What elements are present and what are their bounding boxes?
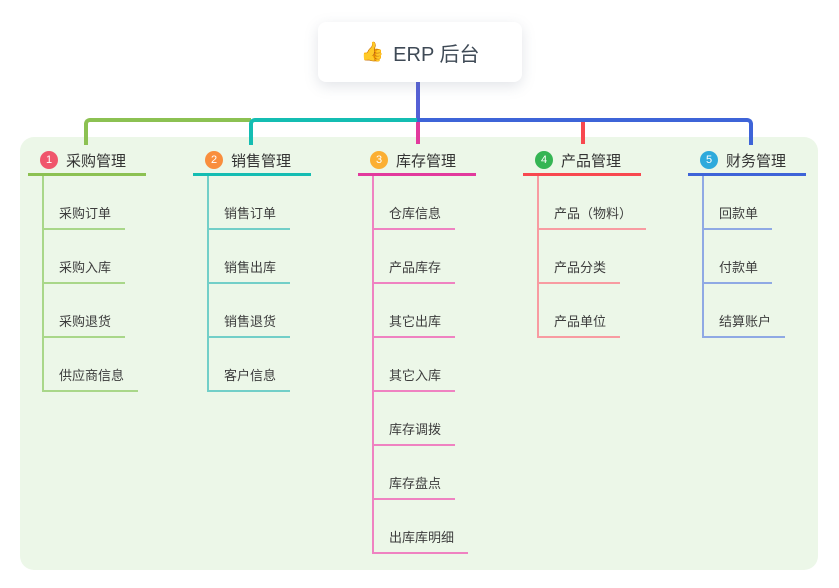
child-node[interactable]: 产品（物料） [539, 176, 663, 230]
trunk-line-purchase [84, 118, 251, 145]
trunk-line-finance [417, 118, 753, 145]
child-node[interactable]: 其它出库 [374, 284, 498, 338]
child-node-label: 仓库信息 [374, 203, 456, 230]
branch-column-product: 4 产品管理 产品（物料） 产品分类 产品单位 [523, 147, 663, 338]
child-node[interactable]: 供应商信息 [44, 338, 168, 392]
child-node-label: 出库库明细 [374, 527, 469, 554]
children-group-product: 产品（物料） 产品分类 产品单位 [537, 176, 663, 338]
branch-drop-line-product [581, 122, 585, 144]
child-node[interactable]: 结算账户 [704, 284, 828, 338]
child-node[interactable]: 销售订单 [209, 176, 333, 230]
child-node[interactable]: 回款单 [704, 176, 828, 230]
children-group-sales: 销售订单 销售出库 销售退货 客户信息 [207, 176, 333, 392]
child-node-label: 采购入库 [44, 257, 126, 284]
child-node[interactable]: 其它入库 [374, 338, 498, 392]
children-group-finance: 回款单 付款单 结算账户 [702, 176, 828, 338]
child-node[interactable]: 销售退货 [209, 284, 333, 338]
child-node-label: 付款单 [704, 257, 773, 284]
root-node-label: ERP 后台 [393, 43, 480, 66]
child-node[interactable]: 产品分类 [539, 230, 663, 284]
child-node[interactable]: 仓库信息 [374, 176, 498, 230]
root-connector-line [416, 82, 420, 118]
branch-label: 采购管理 [66, 152, 127, 170]
child-node-label: 库存盘点 [374, 473, 456, 500]
child-node-label: 销售退货 [209, 311, 291, 338]
child-node-label: 销售订单 [209, 203, 291, 230]
child-node[interactable]: 产品单位 [539, 284, 663, 338]
branch-node-product[interactable]: 4 产品管理 [523, 147, 641, 176]
branch-drop-line-inventory [416, 122, 420, 144]
child-node-label: 采购退货 [44, 311, 126, 338]
child-node-label: 库存调拨 [374, 419, 456, 446]
child-node-label: 产品库存 [374, 257, 456, 284]
branch-number-badge: 5 [700, 151, 718, 169]
branch-label: 库存管理 [396, 152, 457, 170]
branch-node-sales[interactable]: 2 销售管理 [193, 147, 311, 176]
child-node-label: 采购订单 [44, 203, 126, 230]
branches-panel [20, 137, 818, 570]
thumbs-up-icon: 👍 [360, 42, 385, 63]
branch-label: 财务管理 [726, 152, 787, 170]
trunk-line-sales [249, 118, 419, 145]
child-node[interactable]: 销售出库 [209, 230, 333, 284]
child-node[interactable]: 库存调拨 [374, 392, 498, 446]
branch-number-badge: 2 [205, 151, 223, 169]
child-node-label: 其它入库 [374, 365, 456, 392]
child-node-label: 供应商信息 [44, 365, 139, 392]
child-node[interactable]: 产品库存 [374, 230, 498, 284]
children-group-purchase: 采购订单 采购入库 采购退货 供应商信息 [42, 176, 168, 392]
child-node[interactable]: 客户信息 [209, 338, 333, 392]
child-node-label: 结算账户 [704, 311, 786, 338]
branch-column-finance: 5 财务管理 回款单 付款单 结算账户 [688, 147, 828, 338]
branch-node-finance[interactable]: 5 财务管理 [688, 147, 806, 176]
child-node[interactable]: 采购入库 [44, 230, 168, 284]
child-node-label: 产品单位 [539, 311, 621, 338]
child-node[interactable]: 付款单 [704, 230, 828, 284]
branch-column-sales: 2 销售管理 销售订单 销售出库 销售退货 客户信息 [193, 147, 333, 392]
branch-node-inventory[interactable]: 3 库存管理 [358, 147, 476, 176]
root-node[interactable]: 👍 ERP 后台 [318, 22, 522, 82]
child-node-label: 产品（物料） [539, 203, 647, 230]
child-node[interactable]: 采购订单 [44, 176, 168, 230]
child-node[interactable]: 库存盘点 [374, 446, 498, 500]
branch-label: 销售管理 [231, 152, 292, 170]
child-node-label: 销售出库 [209, 257, 291, 284]
children-group-inventory: 仓库信息 产品库存 其它出库 其它入库 库存调拨 库存盘点 出库库明细 [372, 176, 498, 554]
branch-number-badge: 1 [40, 151, 58, 169]
child-node-label: 回款单 [704, 203, 773, 230]
child-node-label: 产品分类 [539, 257, 621, 284]
branch-column-purchase: 1 采购管理 采购订单 采购入库 采购退货 供应商信息 [28, 147, 168, 392]
child-node-label: 其它出库 [374, 311, 456, 338]
branch-column-inventory: 3 库存管理 仓库信息 产品库存 其它出库 其它入库 库存调拨 库存盘点 出库库… [358, 147, 498, 554]
branch-label: 产品管理 [561, 152, 622, 170]
child-node-label: 客户信息 [209, 365, 291, 392]
branch-node-purchase[interactable]: 1 采购管理 [28, 147, 146, 176]
branch-number-badge: 4 [535, 151, 553, 169]
child-node[interactable]: 采购退货 [44, 284, 168, 338]
child-node[interactable]: 出库库明细 [374, 500, 498, 554]
branch-number-badge: 3 [370, 151, 388, 169]
